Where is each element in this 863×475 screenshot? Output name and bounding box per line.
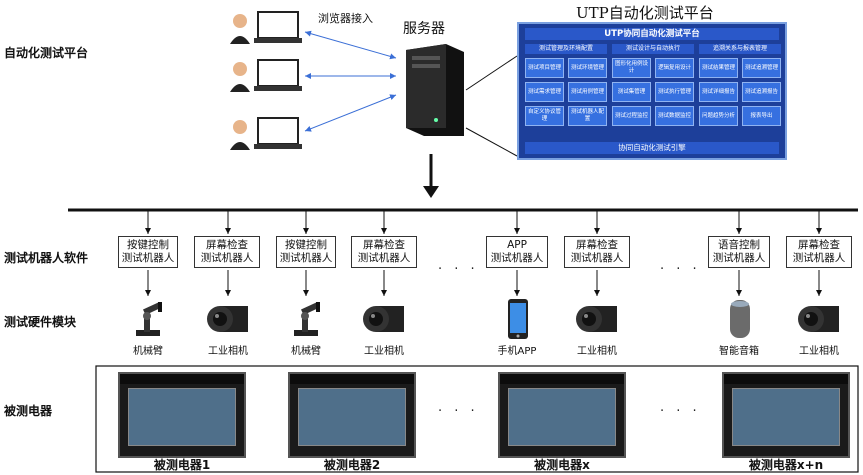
robot-line2: 测试机器人 xyxy=(121,252,175,264)
platform-cell: 测试项目管理 xyxy=(525,58,564,78)
platform-cell: 测试结果管理 xyxy=(699,58,738,78)
oven-image-4 xyxy=(722,372,850,458)
industrial-camera-icon xyxy=(206,302,250,340)
hardware-label: 工业相机 xyxy=(208,346,248,357)
platform-group: 测试设计与自动执行 xyxy=(612,44,694,54)
robot-line1: 按键控制 xyxy=(285,239,327,251)
industrial-camera-icon xyxy=(797,302,841,340)
platform-cell: 测试集管理 xyxy=(612,82,651,102)
oven-image-2 xyxy=(288,372,416,458)
robot-box-6: 屏幕检查 测试机器人 xyxy=(564,236,630,268)
browser-access-label: 浏览器接入 xyxy=(318,12,373,25)
industrial-camera-icon xyxy=(575,302,619,340)
platform-cell: 测试环境管理 xyxy=(568,58,607,78)
robot-line1: 屏幕检查 xyxy=(363,239,405,251)
hardware-label: 机械臂 xyxy=(291,346,321,357)
platform-cell: 测试需求管理 xyxy=(525,82,564,102)
robot-line1: 屏幕检查 xyxy=(206,239,248,251)
ellipsis-devices-2: · · · xyxy=(660,404,701,419)
hardware-label: 工业相机 xyxy=(799,346,839,357)
platform-cell: 测试追溯管理 xyxy=(742,58,781,78)
robot-box-3: 按键控制 测试机器人 xyxy=(276,236,336,268)
user-laptop-icon xyxy=(230,11,302,44)
robot-line2: 测试机器人 xyxy=(279,252,333,264)
robot-box-1: 按键控制 测试机器人 xyxy=(118,236,178,268)
robot-line1: 按键控制 xyxy=(127,239,169,251)
device-label: 被测电器2 xyxy=(323,458,381,472)
robot-box-4: 屏幕检查 测试机器人 xyxy=(351,236,417,268)
hardware-label: 工业相机 xyxy=(364,346,404,357)
user-laptop-icon xyxy=(230,59,302,92)
platform-group: 测试管理及环境配置 xyxy=(525,44,607,54)
industrial-camera-icon xyxy=(362,302,406,340)
platform-panel: UTP协同自动化测试平台 测试管理及环境配置 测试设计与自动执行 追溯关系与报表… xyxy=(517,22,787,160)
robot-line2: 测试机器人 xyxy=(712,252,766,264)
server-label: 服务器 xyxy=(403,21,445,37)
platform-cell: 逻辑复用设计 xyxy=(655,58,694,78)
platform-cell: 测试数据监控 xyxy=(655,106,694,126)
device-label: 被测电器1 xyxy=(153,458,211,472)
row-label-platform: 自动化测试平台 xyxy=(4,46,89,60)
robot-line1: 语音控制 xyxy=(718,239,760,251)
robot-line1: 屏幕检查 xyxy=(576,239,618,251)
ellipsis-robots-1: · · · xyxy=(438,262,479,277)
oven-image-1 xyxy=(118,372,246,458)
platform-cell: 测试追溯报告 xyxy=(742,82,781,102)
mobile-phone-icon xyxy=(507,298,529,344)
platform-footer: 协同自动化测试引擎 xyxy=(525,142,779,154)
robot-arm-icon xyxy=(288,298,324,342)
platform-cell: 自定义协议管理 xyxy=(525,106,564,126)
robot-line2: 测试机器人 xyxy=(570,252,624,264)
robot-line2: 测试机器人 xyxy=(200,252,254,264)
platform-cell: 报表导出 xyxy=(742,106,781,126)
robot-arm-icon xyxy=(130,298,166,342)
platform-cell: 测试过程监控 xyxy=(612,106,651,126)
server-icon xyxy=(398,42,468,142)
platform-cell: 问题趋势分析 xyxy=(699,106,738,126)
platform-header: UTP协同自动化测试平台 xyxy=(525,28,779,40)
platform-cell: 测试执行管理 xyxy=(655,82,694,102)
row-label-hardware: 测试硬件模块 xyxy=(4,315,77,329)
robot-box-2: 屏幕检查 测试机器人 xyxy=(194,236,260,268)
robot-line1: 屏幕检查 xyxy=(798,239,840,251)
user-workstation-3 xyxy=(228,116,308,156)
row-label-robot-software: 测试机器人软件 xyxy=(4,251,89,265)
ellipsis-devices-1: · · · xyxy=(438,404,479,419)
hardware-label: 机械臂 xyxy=(133,346,163,357)
row-label-dut: 被测电器 xyxy=(4,404,53,418)
robot-box-7: 语音控制 测试机器人 xyxy=(708,236,770,268)
platform-cell: 测试机器人配置 xyxy=(568,106,607,126)
robot-box-5: APP 测试机器人 xyxy=(486,236,548,268)
hardware-label: 手机APP xyxy=(497,346,537,357)
platform-cell: 测试用例管理 xyxy=(568,82,607,102)
robot-box-8: 屏幕检查 测试机器人 xyxy=(786,236,852,268)
user-workstation-2 xyxy=(228,58,308,98)
platform-group: 追溯关系与报表管理 xyxy=(699,44,781,54)
platform-title: UTP自动化测试平台 xyxy=(576,4,714,22)
platform-cell: 图形化用例设计 xyxy=(612,58,651,78)
platform-cell: 测试详细报告 xyxy=(699,82,738,102)
device-label: 被测电器x+n xyxy=(748,458,824,472)
hardware-label: 工业相机 xyxy=(577,346,617,357)
robot-line2: 测试机器人 xyxy=(490,252,544,264)
device-label: 被测电器x xyxy=(534,458,590,472)
robot-line2: 测试机器人 xyxy=(357,252,411,264)
ellipsis-robots-2: · · · xyxy=(660,262,701,277)
oven-image-3 xyxy=(498,372,626,458)
robot-line2: 测试机器人 xyxy=(792,252,846,264)
user-workstation-1 xyxy=(228,10,308,50)
user-laptop-icon xyxy=(230,117,302,150)
robot-line1: APP xyxy=(507,239,527,251)
hardware-label: 智能音箱 xyxy=(719,346,759,357)
smart-speaker-icon xyxy=(728,298,752,344)
